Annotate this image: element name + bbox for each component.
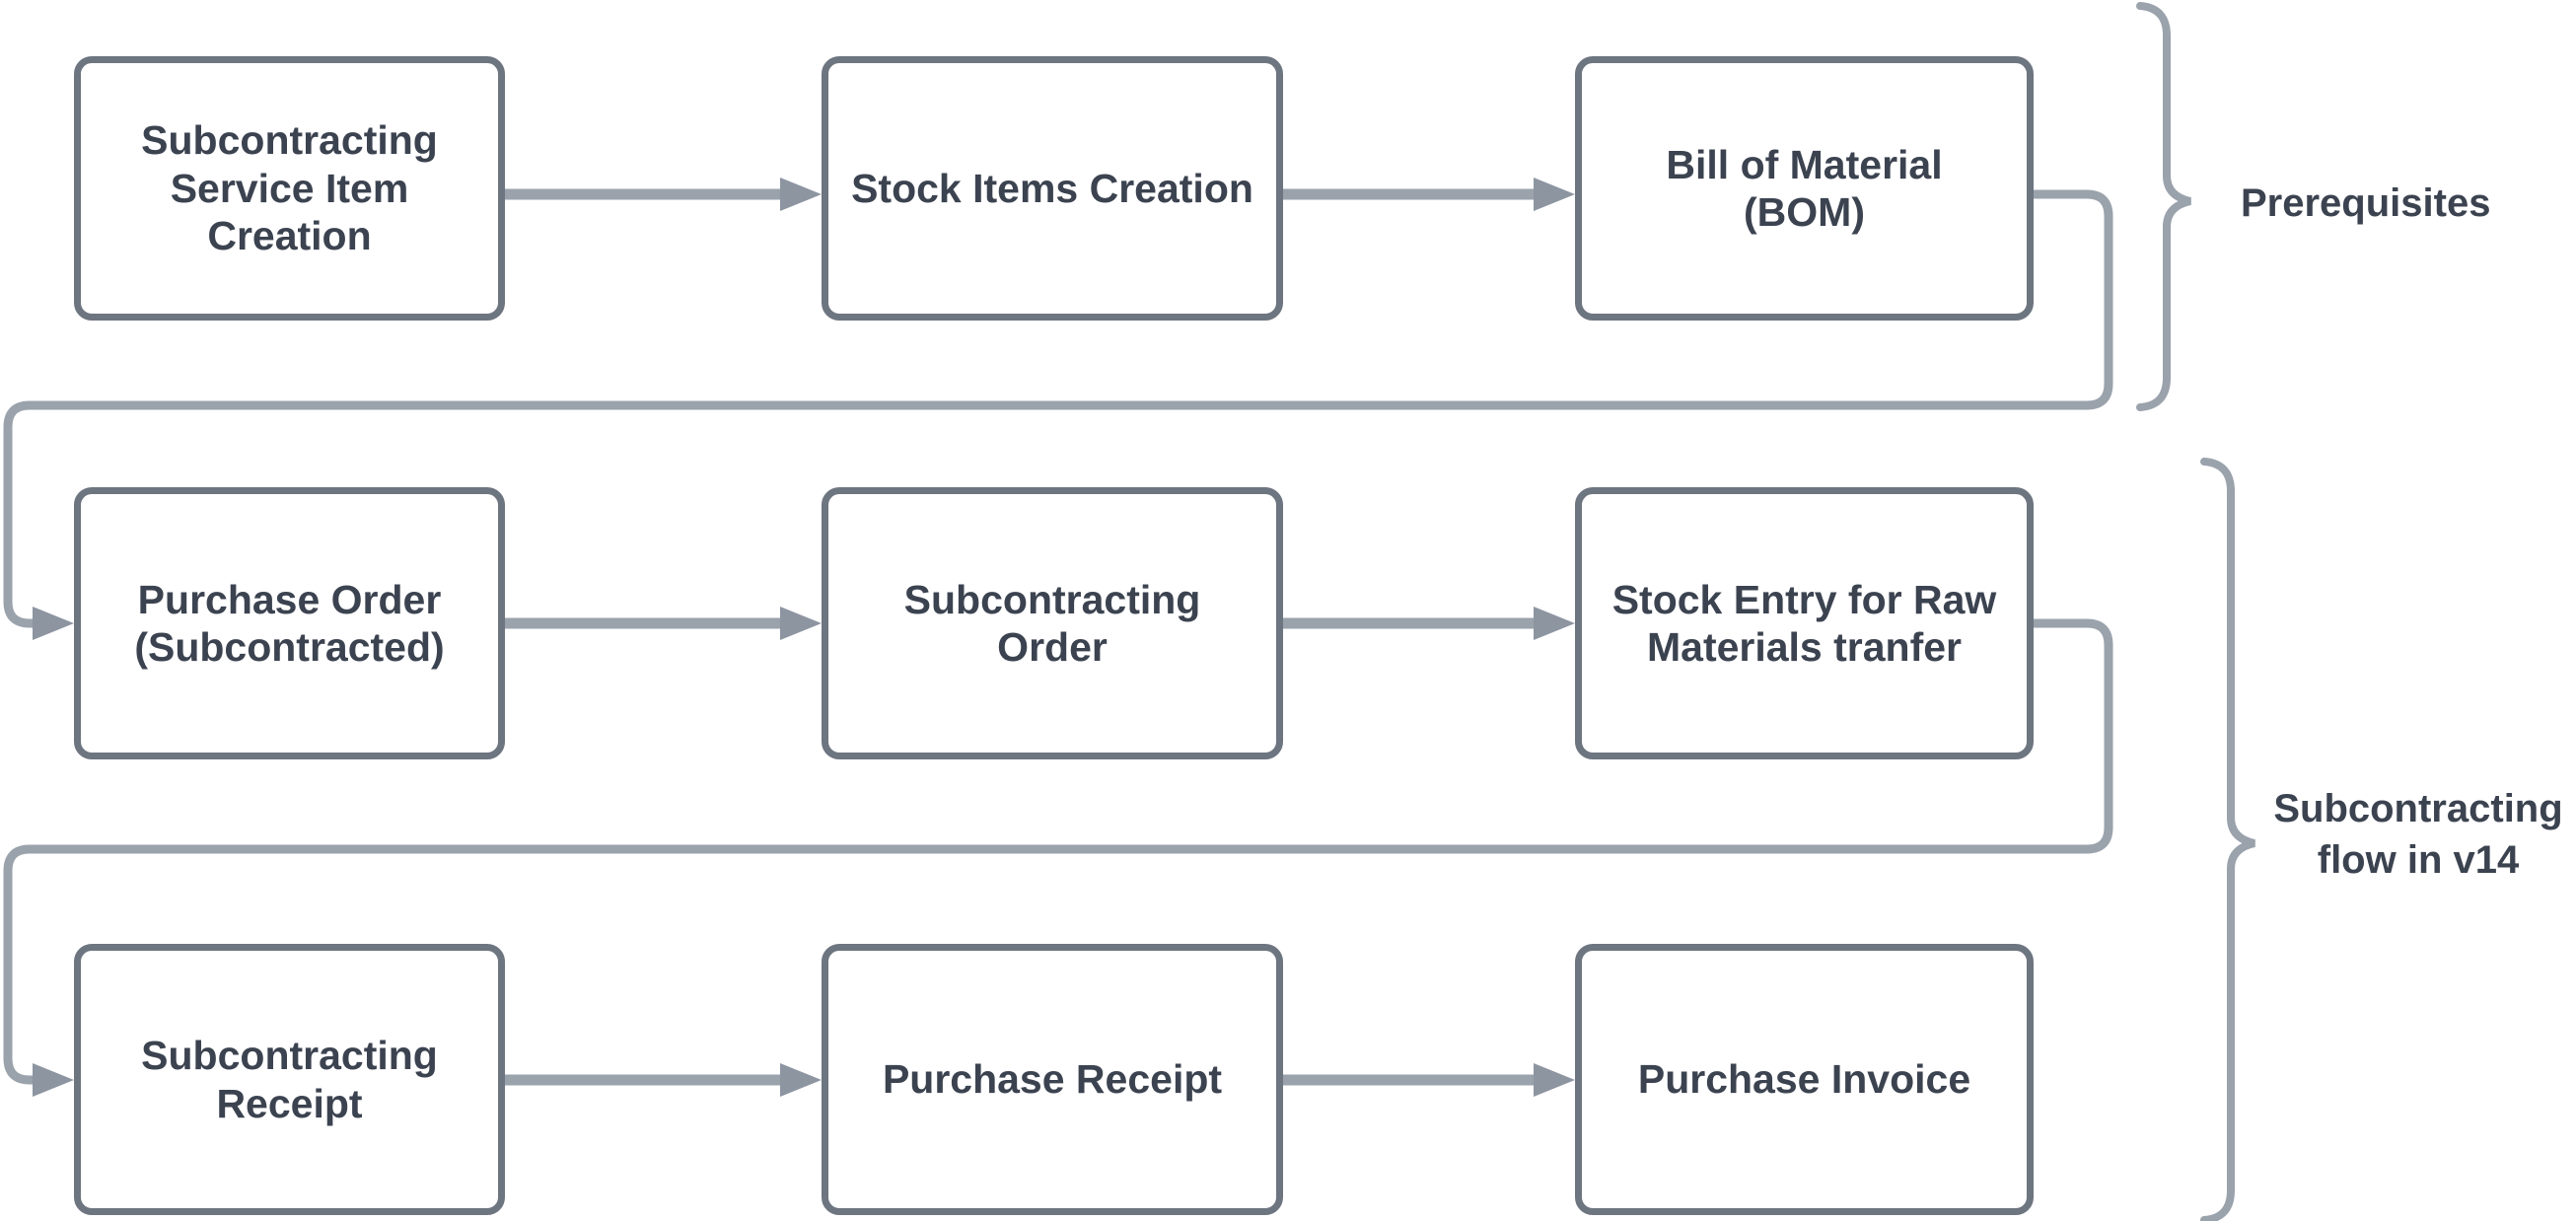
connector-stock-entry-to-subcontracting-receipt [3,618,2113,1097]
arrow-subcontracting-receipt-to-purchase-receipt [505,1063,822,1097]
arrow-purchase-order-to-subcontracting-order [505,607,822,640]
box-bill-of-material: Bill of Material (BOM) [1575,56,2034,321]
box-purchase-order-subcontracted: Purchase Order (Subcontracted) [74,487,505,759]
box-label: Subcontracting Receipt [141,1033,438,1126]
group-label-prerequisites: Prerequisites [2241,181,2491,225]
box-purchase-receipt: Purchase Receipt [822,944,1283,1215]
box-subcontracting-service-item-creation: Subcontracting Service Item Creation [74,56,505,321]
box-subcontracting-order: Subcontracting Order [822,487,1283,759]
box-label: Subcontracting Service Item Creation [141,117,438,259]
box-label: Purchase Order (Subcontracted) [134,576,445,670]
arrow-service-item-to-stock-items [505,178,822,211]
box-purchase-invoice: Purchase Invoice [1575,944,2034,1215]
brace-subcontracting-flow [2200,458,2255,1221]
box-label: Purchase Invoice [1637,1056,1971,1103]
arrow-subcontracting-order-to-stock-entry [1283,607,1575,640]
box-label: Subcontracting Order [903,576,1201,670]
arrow-stock-items-to-bom [1283,178,1575,211]
connector-bom-to-purchase-order [3,189,2113,640]
brace-prerequisites [2136,2,2191,411]
box-label: Bill of Material (BOM) [1666,141,1943,235]
arrow-purchase-receipt-to-purchase-invoice [1283,1063,1575,1097]
group-label-subcontracting-flow-v14: Subcontracting flow in v14 [2273,787,2563,882]
box-label: Stock Items Creation [851,165,1253,211]
box-subcontracting-receipt: Subcontracting Receipt [74,944,505,1215]
box-stock-items-creation: Stock Items Creation [822,56,1283,321]
box-label: Purchase Receipt [882,1056,1223,1103]
box-stock-entry-raw-materials: Stock Entry for Raw Materials tranfer [1575,487,2034,759]
box-label: Stock Entry for Raw Materials tranfer [1611,576,1997,670]
